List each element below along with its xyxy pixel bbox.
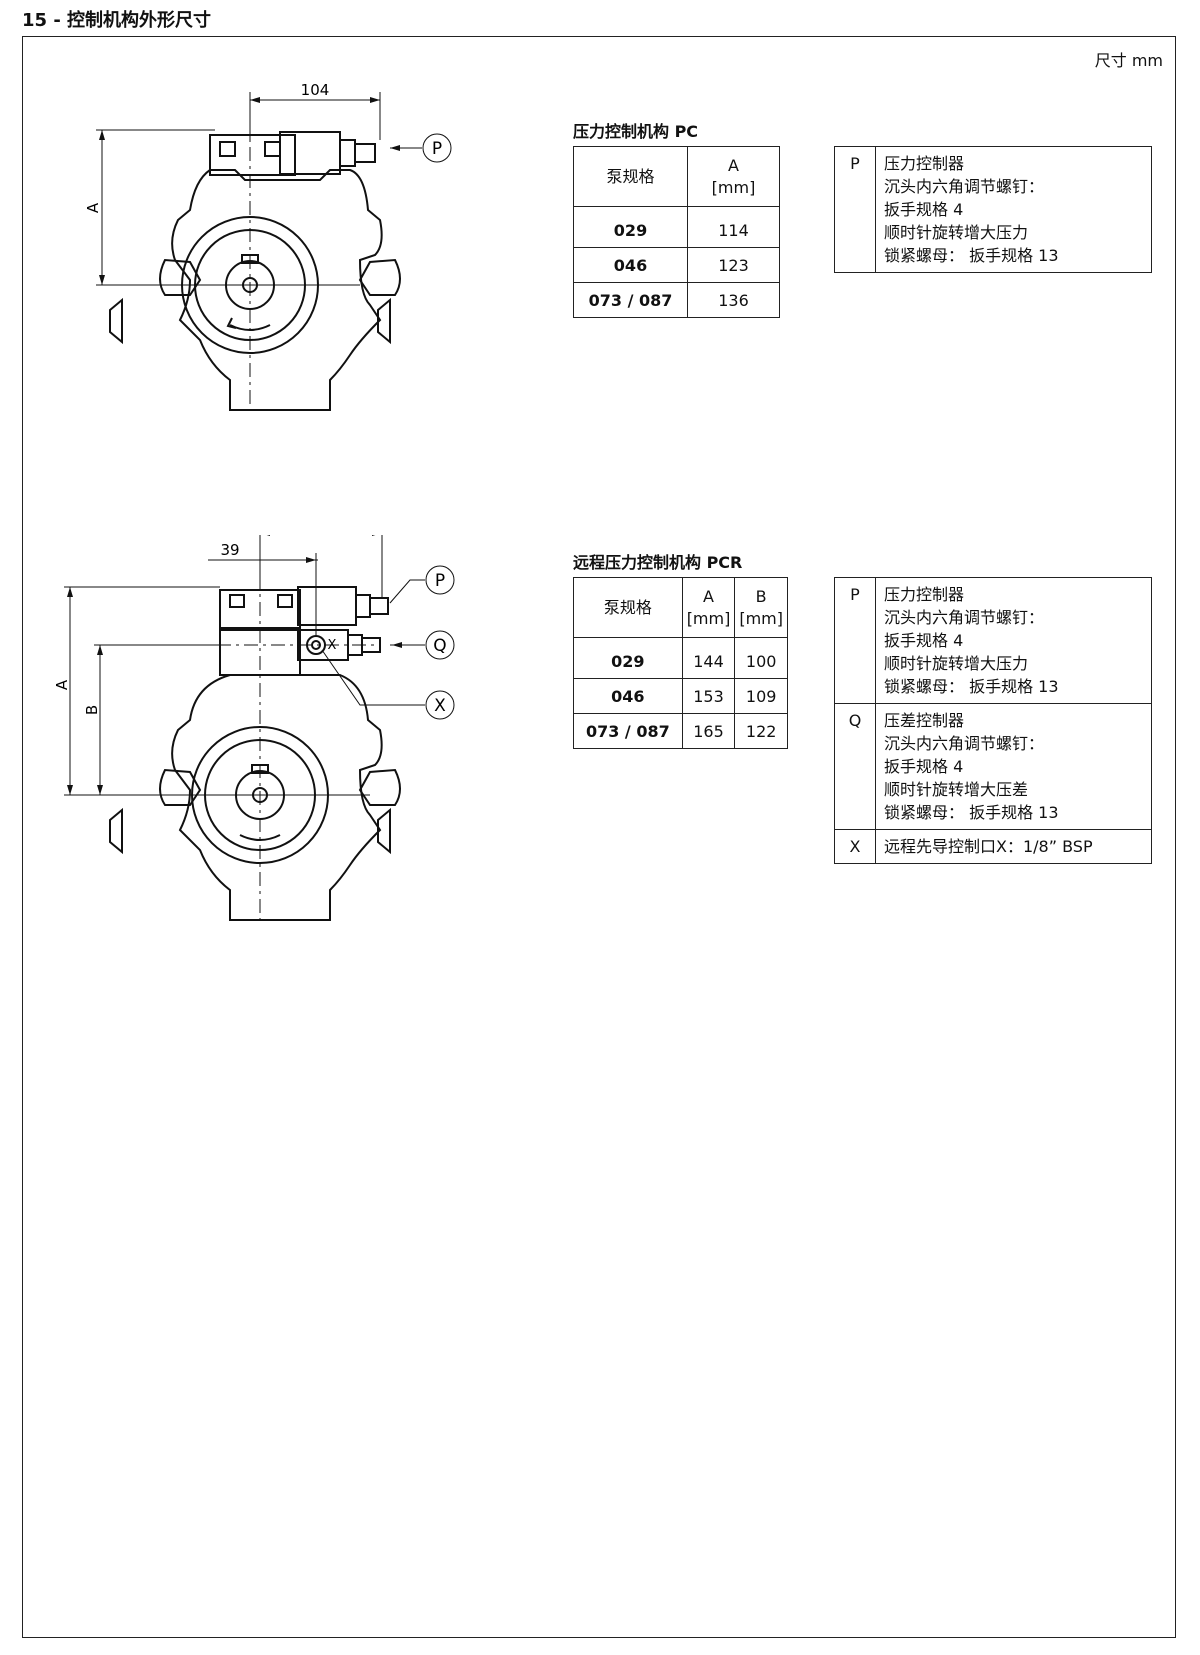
pcr-inline-x: X <box>328 638 337 653</box>
pcr-size-table: 泵规格 A[mm] B[mm] 029 144 100 046 153 109 … <box>573 576 788 750</box>
pcr-pump-drawing: 104 39 A B X P Q X <box>53 535 455 921</box>
pcr-section-title: 远程压力控制机构 PCR <box>573 553 743 572</box>
pcr-th-b: B[mm] <box>734 576 788 639</box>
pc-size-table: 泵规格 A[mm] 029 114 046 123 073 / 087 136 <box>573 145 780 319</box>
pcr-port-q-label: Q <box>433 636 446 656</box>
pcr-th-a: A[mm] <box>681 576 736 639</box>
pc-legend-table: P 压力控制器 沉头内六角调节螺钉： 扳手规格 4 顺时针旋转增大压力 锁紧螺母… <box>834 146 1152 273</box>
table-row: 029 144 100 <box>573 637 788 680</box>
content-frame: 尺寸 mm <box>22 36 1176 1638</box>
pc-dim-104: 104 <box>301 81 330 99</box>
pc-port-p-label: P <box>432 139 442 159</box>
table-row: 046 123 <box>573 247 780 284</box>
pc-th-a: A[mm] <box>687 145 780 208</box>
legend-row: P 压力控制器 沉头内六角调节螺钉： 扳手规格 4 顺时针旋转增大压力 锁紧螺母… <box>834 577 1152 704</box>
legend-row: P 压力控制器 沉头内六角调节螺钉： 扳手规格 4 顺时针旋转增大压力 锁紧螺母… <box>834 146 1152 273</box>
pcr-dim-39: 39 <box>220 541 239 559</box>
table-row: 073 / 087 165 122 <box>573 713 788 750</box>
pcr-legend-table: P 压力控制器 沉头内六角调节螺钉： 扳手规格 4 顺时针旋转增大压力 锁紧螺母… <box>834 577 1152 864</box>
table-row: 073 / 087 136 <box>573 282 780 319</box>
table-row: 046 153 109 <box>573 678 788 715</box>
pc-th-size: 泵规格 <box>573 145 688 208</box>
pcr-th-size: 泵规格 <box>573 576 683 639</box>
pcr-dim-a: A <box>53 679 71 690</box>
legend-row: X 远程先导控制口X：1/8” BSP <box>834 829 1152 864</box>
pc-pump-drawing: 104 A P <box>84 81 452 411</box>
table-row: 029 114 <box>573 206 780 249</box>
pc-dim-a: A <box>84 202 102 213</box>
pcr-port-p-label: P <box>435 571 445 591</box>
pc-section-title: 压力控制机构 PC <box>573 122 699 141</box>
legend-row: Q 压差控制器 沉头内六角调节螺钉： 扳手规格 4 顺时针旋转增大压差 锁紧螺母… <box>834 703 1152 830</box>
unit-label: 尺寸 mm <box>1094 51 1163 70</box>
page-title: 15 - 控制机构外形尺寸 <box>22 10 212 31</box>
pcr-port-x-label: X <box>434 696 446 716</box>
pcr-dim-b: B <box>83 705 101 715</box>
